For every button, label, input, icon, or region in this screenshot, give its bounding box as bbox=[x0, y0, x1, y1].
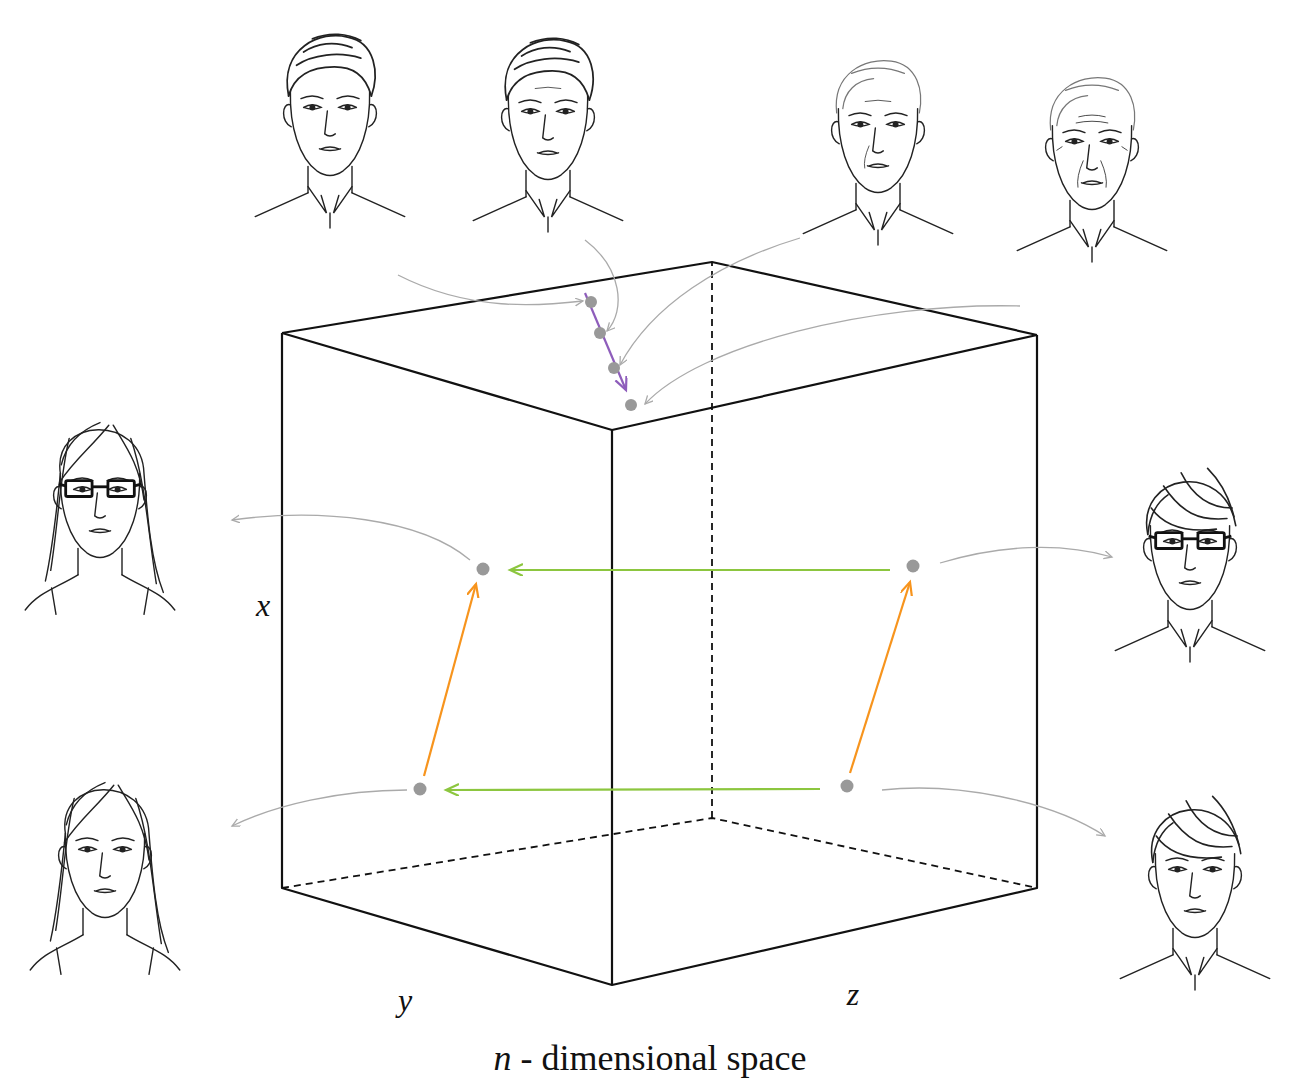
cube bbox=[282, 262, 1037, 985]
illustration-use bbox=[832, 109, 925, 210]
face-middle-aged-man bbox=[803, 61, 953, 245]
axis-label: z bbox=[847, 976, 859, 1013]
illustration-use bbox=[284, 92, 377, 193]
illustration-use bbox=[1144, 526, 1237, 627]
illustration-use bbox=[54, 474, 147, 575]
illustration-use bbox=[803, 204, 953, 245]
illustration-use bbox=[1147, 468, 1236, 534]
face-man bbox=[473, 38, 623, 232]
illustration-path bbox=[398, 275, 583, 305]
illustration-use bbox=[255, 187, 405, 228]
illustration-path bbox=[620, 238, 800, 365]
illustration-use bbox=[59, 481, 142, 497]
illustration-path bbox=[585, 293, 626, 390]
illustration-use bbox=[505, 38, 593, 100]
illustration-use bbox=[1149, 854, 1242, 955]
illustration-circle bbox=[841, 780, 854, 793]
illustration-path bbox=[645, 306, 1020, 404]
illustration-use bbox=[836, 61, 920, 113]
illustration-circle bbox=[585, 296, 597, 308]
illustration-use bbox=[1057, 115, 1127, 187]
illustration-use bbox=[45, 423, 163, 593]
illustration-circle bbox=[907, 560, 920, 573]
illustration-path bbox=[446, 789, 820, 790]
illustration-path bbox=[882, 788, 1105, 836]
illustration-path bbox=[850, 582, 910, 773]
latent-points bbox=[414, 296, 920, 796]
illustration-circle bbox=[608, 362, 620, 374]
illustration-path bbox=[940, 547, 1112, 563]
illustration-path bbox=[282, 333, 1037, 430]
illustration-use bbox=[1149, 533, 1232, 549]
face-woman-glasses bbox=[25, 423, 175, 615]
illustration-circle bbox=[594, 327, 606, 339]
illustration-path bbox=[535, 87, 561, 88]
illustration-use bbox=[50, 783, 168, 953]
illustration-path bbox=[424, 584, 476, 776]
illustration-path bbox=[282, 818, 1037, 888]
face-woman bbox=[30, 783, 180, 975]
illustration-use bbox=[1120, 949, 1270, 990]
illustration-path bbox=[510, 569, 890, 571]
illustration-use bbox=[1017, 221, 1167, 262]
illustration-path bbox=[865, 100, 891, 101]
illustration-use bbox=[1046, 126, 1139, 227]
leader-lines bbox=[232, 238, 1112, 836]
illustration-path bbox=[282, 333, 1037, 985]
axis-label: x bbox=[256, 587, 270, 624]
illustration-use bbox=[473, 191, 623, 232]
caption: n - dimensional space bbox=[494, 1037, 807, 1079]
illustration-path bbox=[585, 240, 618, 331]
illustration-path bbox=[232, 790, 407, 826]
face-man-plain bbox=[1120, 796, 1270, 990]
illustration-path bbox=[282, 262, 1037, 335]
illustration-use bbox=[1050, 78, 1134, 130]
face-man-glasses bbox=[1115, 468, 1265, 662]
illustration-use bbox=[59, 834, 152, 935]
face-old-man bbox=[1017, 78, 1167, 262]
illustration-use bbox=[25, 575, 175, 615]
illustration-path bbox=[711, 262, 713, 818]
axis-label: y bbox=[398, 982, 412, 1019]
illustration-use bbox=[502, 96, 595, 197]
illustration-circle bbox=[625, 399, 637, 411]
illustration-circle bbox=[477, 563, 490, 576]
vector-arrows bbox=[424, 293, 910, 790]
illustration-use bbox=[1115, 621, 1265, 662]
illustration-path bbox=[232, 515, 470, 560]
illustration-use bbox=[287, 34, 375, 96]
illustration-path bbox=[611, 430, 613, 985]
face-young-man bbox=[255, 34, 405, 228]
illustration-use bbox=[30, 935, 180, 975]
illustration-circle bbox=[414, 783, 427, 796]
illustration-path bbox=[864, 146, 869, 169]
illustration-use bbox=[1152, 796, 1241, 862]
